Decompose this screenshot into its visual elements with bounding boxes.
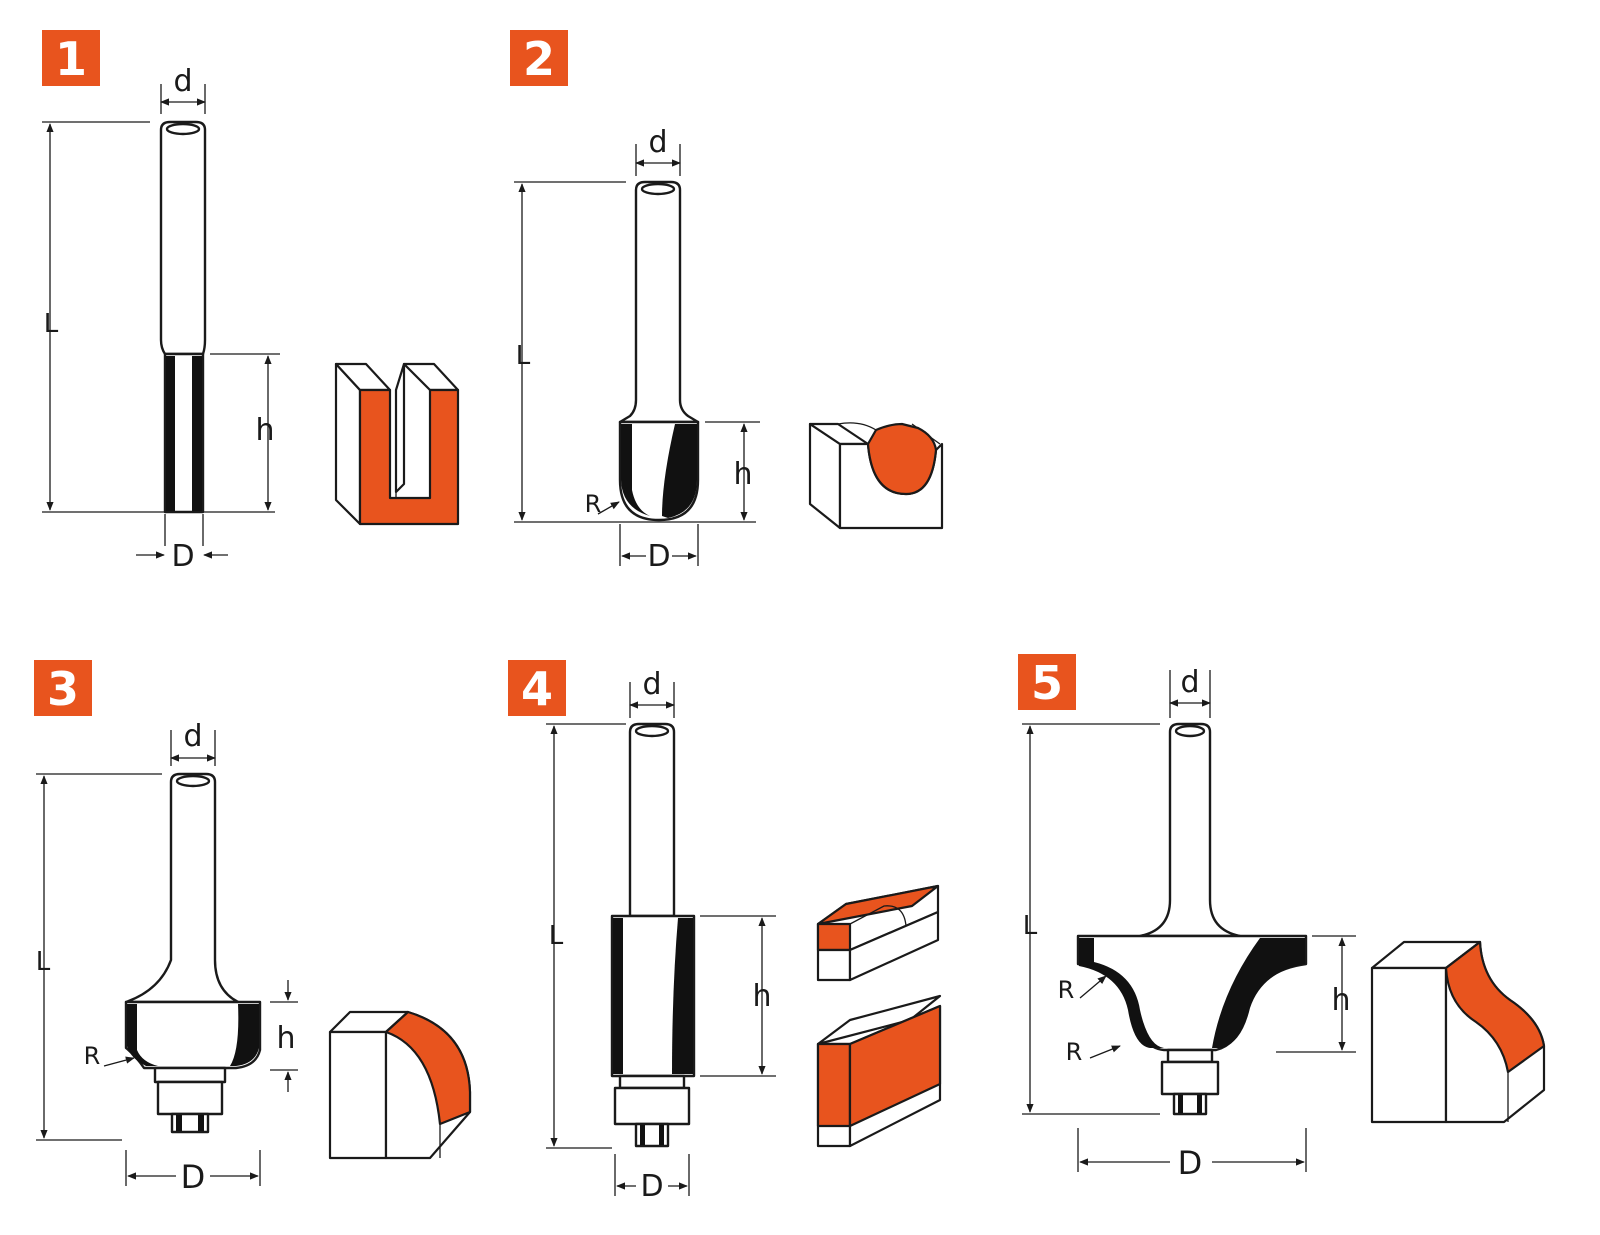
panel-1-straight-bit — [159, 120, 207, 514]
panel-3-workpiece-roundover — [328, 1010, 472, 1160]
panel-1-number-badge — [42, 30, 100, 86]
panel-3-label-d: d — [183, 719, 202, 754]
panel-5-label-L: L — [1023, 911, 1038, 941]
panel-3-label-R: R — [84, 1042, 101, 1070]
panel-5-label-d: d — [1180, 665, 1199, 700]
panel-5-label-R-lower: R — [1066, 1038, 1083, 1066]
panel-4-label-L: L — [549, 921, 564, 951]
panel-3-rounding-over-bit — [124, 772, 262, 1134]
panel-1-label-D: D — [171, 539, 194, 574]
panel-2-number-badge — [510, 30, 568, 86]
panel-3: 3 d L h R D — [34, 660, 472, 1196]
panel-3-label-L: L — [36, 947, 51, 977]
panel-1: 1 d L h D — [42, 30, 460, 574]
panel-5: 5 d L h R R D — [1018, 654, 1546, 1182]
panel-4-label-h: h — [752, 979, 771, 1014]
panel-2-label-L: L — [516, 341, 531, 371]
panel-5-label-D: D — [1178, 1144, 1203, 1182]
panel-2: 2 d L h R D — [510, 30, 944, 574]
panel-4-label-D: D — [640, 1169, 663, 1204]
panel-4-workpiece-edge-profile — [816, 884, 940, 982]
panel-1-label-L: L — [44, 309, 59, 339]
panel-5-label-R-upper: R — [1058, 976, 1075, 1004]
panel-2-label-d: d — [648, 125, 667, 160]
panel-5-number: 5 — [1031, 656, 1063, 710]
panel-3-label-h: h — [276, 1021, 295, 1056]
panel-1-workpiece-groove — [334, 362, 460, 526]
panel-5-ogee-bit — [1076, 722, 1308, 1116]
panel-4-flush-trim-bit — [610, 722, 696, 1148]
panel-2-label-R: R — [585, 490, 602, 518]
panel-4-label-d: d — [642, 667, 661, 702]
panel-1-number: 1 — [55, 32, 87, 86]
panel-3-number-badge — [34, 660, 92, 716]
panel-2-label-h: h — [733, 457, 752, 492]
panel-5-workpiece-ogee — [1370, 940, 1546, 1124]
panel-4-workpiece-flush-edge — [816, 994, 942, 1148]
panel-5-label-h: h — [1331, 983, 1350, 1018]
panel-2-workpiece-cove — [808, 422, 944, 530]
panel-2-core-box-bit — [618, 180, 700, 522]
panel-3-label-D: D — [181, 1158, 206, 1196]
panel-1-label-h: h — [255, 413, 274, 448]
panel-4: 4 d L h D — [508, 660, 942, 1204]
panel-1-label-d: d — [173, 64, 192, 99]
panel-5-number-badge — [1018, 654, 1076, 710]
panel-3-number: 3 — [47, 662, 79, 716]
panel-2-label-D: D — [647, 539, 670, 574]
panel-2-number: 2 — [523, 32, 555, 86]
panel-4-number: 4 — [521, 662, 553, 716]
panel-4-number-badge — [508, 660, 566, 716]
